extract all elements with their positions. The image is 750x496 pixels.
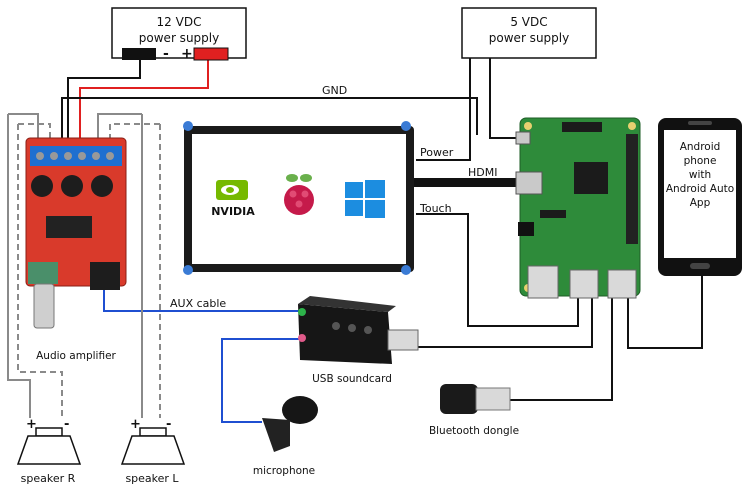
- bluetooth-dongle-body: [440, 384, 478, 414]
- speaker-l-plus: +: [130, 417, 141, 432]
- wire-bluetooth: [510, 298, 613, 401]
- microphone-icon: [282, 396, 318, 424]
- supply-5v-line2: power supply: [489, 31, 569, 45]
- wire-speaker-r-minus: [17, 124, 63, 418]
- phone-label-line1: Android: [680, 141, 721, 153]
- raspberry-logo-icon: [284, 174, 314, 215]
- label-speaker-r: speaker R: [21, 472, 76, 485]
- bluetooth-dongle: Bluetooth dongle: [429, 384, 519, 437]
- touch-display: NVIDIA: [183, 121, 414, 275]
- raspberry-pi-board: [515, 117, 641, 299]
- label-touch: Touch: [419, 202, 452, 215]
- speaker-r-minus: -: [64, 417, 69, 432]
- speaker-r-plus: +: [26, 417, 37, 432]
- phone-label-line2: phone: [684, 155, 717, 167]
- soundcard-output-jack: [298, 308, 306, 316]
- amp-terminal-block: [30, 146, 122, 166]
- phone-screen: [664, 130, 736, 258]
- pi-hdmi-port: [515, 171, 543, 195]
- amp-capacitor: [31, 175, 53, 197]
- nvidia-logo-icon: NVIDIA: [211, 180, 255, 218]
- windows-logo-icon: [345, 180, 385, 218]
- soundcard-mic-jack: [298, 334, 306, 342]
- hdmi-cable: [412, 178, 520, 187]
- label-aux: AUX cable: [170, 297, 226, 310]
- label-soundcard: USB soundcard: [312, 373, 392, 385]
- phone-label-line3: with: [689, 169, 711, 181]
- usb-soundcard: USB soundcard: [298, 296, 419, 385]
- pi-gpio-header: [626, 134, 638, 244]
- amp-volume-knob: [33, 283, 55, 329]
- power-supply-5v: 5 VDC power supply: [461, 7, 597, 59]
- speaker-l-minus: -: [166, 417, 171, 432]
- pi-soc-chip: [574, 162, 608, 194]
- label-power: Power: [420, 146, 454, 159]
- wire-12v-negative: [67, 58, 141, 150]
- label-microphone: microphone: [253, 465, 315, 477]
- phone-label-line5: App: [690, 197, 711, 209]
- phone-label-line4: Android Auto: [666, 183, 734, 195]
- supply-5v-line1: 5 VDC: [510, 15, 547, 29]
- wire-soundcard-usb: [418, 298, 593, 348]
- pi-audio-jack: [518, 222, 534, 236]
- wire-amp-top-right-dash: [109, 123, 160, 150]
- label-hdmi: HDMI: [468, 166, 497, 179]
- wire-aux: [103, 290, 300, 312]
- amp-chip: [46, 216, 92, 238]
- bluetooth-dongle-plug: [475, 387, 511, 411]
- minus-sign: -: [163, 46, 169, 62]
- wire-5v-b: [489, 58, 520, 139]
- amp-capacitor: [61, 175, 83, 197]
- soundcard-usb-plug: [387, 329, 419, 351]
- amp-volume-base: [28, 262, 58, 284]
- wire-touch: [416, 213, 579, 327]
- power-supply-12v: 12 VDC power supply - +: [111, 7, 247, 62]
- terminal-negative: [122, 48, 156, 60]
- supply-12v-line1: 12 VDC: [157, 15, 202, 29]
- supply-12v-line2: power supply: [139, 31, 219, 45]
- wire-12v-positive: [79, 58, 209, 150]
- microphone: microphone: [253, 396, 318, 477]
- amp-aux-jack: [90, 262, 120, 290]
- speaker-l: + - speaker L: [120, 417, 186, 485]
- wire-5v-a: [416, 58, 471, 161]
- label-dongle: Bluetooth dongle: [429, 425, 519, 437]
- nvidia-text: NVIDIA: [211, 205, 255, 218]
- label-gnd: GND: [322, 84, 347, 97]
- terminal-positive: [193, 47, 229, 61]
- phone-home-button: [690, 263, 710, 269]
- pi-ethernet-port: [527, 265, 559, 299]
- pi-usb-port: [569, 269, 599, 299]
- wire-amp-top-left-dash: [18, 123, 51, 150]
- plus-sign: +: [181, 46, 193, 62]
- wire-speaker-r-plus: [7, 114, 31, 418]
- wire-microphone: [221, 338, 300, 423]
- amp-capacitor: [91, 175, 113, 197]
- label-speaker-l: speaker L: [125, 472, 179, 485]
- pi-power-port: [515, 131, 531, 145]
- wire-gnd: [61, 97, 478, 150]
- speaker-r: + - speaker R: [16, 417, 82, 485]
- label-amplifier: Audio amplifier: [36, 350, 116, 362]
- pi-usb-port: [607, 269, 637, 299]
- android-phone: Android phone with Android Auto App: [658, 118, 742, 276]
- audio-amplifier: Audio amplifier: [25, 137, 127, 362]
- wire-phone: [627, 272, 703, 349]
